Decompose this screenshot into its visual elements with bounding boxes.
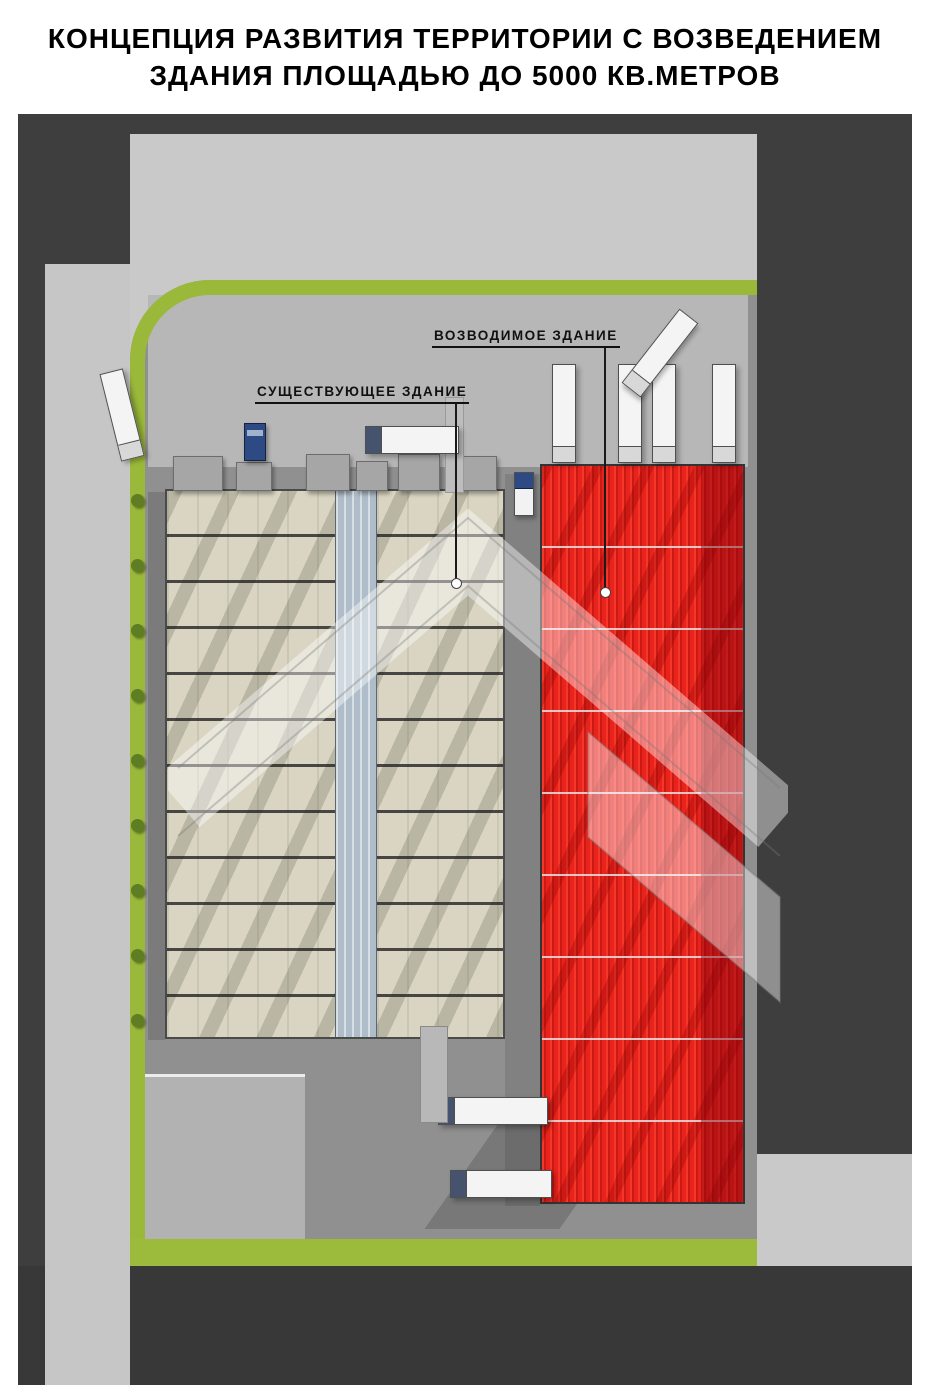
existing-building-skylight-strip [335, 491, 377, 1037]
road-light-left [45, 264, 130, 1385]
van [244, 423, 266, 461]
truck-cab [553, 446, 575, 462]
truck-cab [619, 446, 641, 462]
title-line-2: ЗДАНИЯ ПЛОЩАДЬЮ ДО 5000 КВ.МЕТРОВ [149, 60, 781, 91]
truck-cab [451, 1171, 467, 1197]
new-building-dark-bay [701, 466, 743, 1202]
existing-building [165, 489, 505, 1039]
road-dark-top-left-block [45, 114, 130, 264]
page-title: КОНЦЕПЦИЯ РАЗВИТИЯ ТЕРРИТОРИИ С ВОЗВЕДЕН… [0, 0, 930, 94]
tree [131, 819, 144, 832]
tree [131, 689, 144, 702]
leader-line-new-building [604, 347, 606, 592]
rooftop-unit [356, 461, 388, 491]
leader-dot-existing-building [451, 578, 462, 589]
leader-line-existing-building [455, 403, 457, 583]
leader-dot-new-building [600, 587, 611, 598]
landscape-strip-bottom [130, 1239, 757, 1266]
dock-ramp [420, 1026, 448, 1123]
truck-horizontal [438, 1097, 548, 1125]
tree [131, 494, 144, 507]
truck-cab [713, 446, 735, 462]
rooftop-unit [236, 462, 272, 491]
truck-horizontal [365, 426, 459, 454]
truck-horizontal [450, 1170, 552, 1198]
road-dark-left [18, 114, 45, 1266]
title-line-1: КОНЦЕПЦИЯ РАЗВИТИЯ ТЕРРИТОРИИ С ВОЗВЕДЕН… [47, 23, 883, 54]
tree [131, 754, 144, 767]
tree [131, 624, 144, 637]
label-existing-building: СУЩЕСТВУЮЩЕЕ ЗДАНИЕ [255, 384, 470, 404]
tree [131, 559, 144, 572]
truck-docked [652, 364, 676, 463]
new-building [540, 464, 745, 1204]
building-shadow [505, 474, 540, 1206]
road-dark-bottom [18, 1266, 912, 1385]
site-plan: ВОЗВОДИМОЕ ЗДАНИЕ СУЩЕСТВУЮЩЕЕ ЗДАНИЕ [18, 114, 912, 1385]
truck-cab [515, 473, 533, 489]
rooftop-unit [398, 454, 440, 491]
rooftop-unit [306, 454, 350, 491]
truck-cab [653, 446, 675, 462]
small-truck [514, 472, 534, 516]
van-windshield [247, 430, 263, 436]
truck-docked [712, 364, 736, 463]
building-shadow [148, 492, 165, 1040]
tree [131, 949, 144, 962]
label-new-building: ВОЗВОДИМОЕ ЗДАНИЕ [432, 328, 620, 348]
truck-docked [552, 364, 576, 463]
tree [131, 884, 144, 897]
road-dark-right [757, 114, 912, 1154]
tree [131, 1014, 144, 1027]
road-dark-top [45, 114, 757, 134]
rooftop-unit [173, 456, 223, 491]
truck-cab [366, 427, 382, 453]
